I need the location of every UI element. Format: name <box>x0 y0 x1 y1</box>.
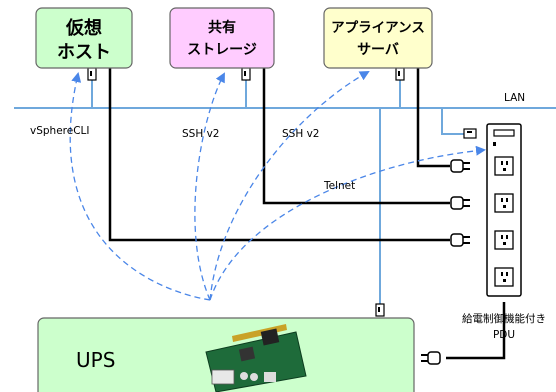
lan-drop-pdu <box>441 108 466 135</box>
plug-icon-host <box>450 233 470 247</box>
svg-text:共有: 共有 <box>208 19 236 36</box>
plug-icon-appliance <box>450 159 470 173</box>
pdu-outlet-3 <box>494 230 514 250</box>
ssh-storage-arrow <box>194 72 225 301</box>
pdu-outlet-1 <box>494 156 514 176</box>
pdu-label-line1: 給電制御機能付き <box>462 312 546 325</box>
pdu-label-line2: PDU <box>493 329 515 341</box>
ups-node: UPS <box>37 317 415 392</box>
ups-label: UPS <box>76 348 115 372</box>
power-cable-appliance <box>416 68 450 168</box>
vsphere-cli-label: vSphereCLI <box>30 125 89 137</box>
pdu-device <box>486 123 522 297</box>
lan-port-icon-appliance <box>395 67 405 81</box>
lan-port-icon-ups <box>375 303 385 317</box>
plug-icon-ups <box>421 351 441 365</box>
pdu-outlet-2 <box>494 193 514 213</box>
lan-port-icon-storage <box>241 67 251 81</box>
network-card-icon <box>205 324 307 392</box>
virtual-host-node: 仮想 ホスト <box>35 7 133 69</box>
power-cable-storage <box>262 68 450 205</box>
svg-text:ストレージ: ストレージ <box>187 42 257 58</box>
telnet-label: Telnet <box>323 180 355 192</box>
ssh-appliance-label: SSH v2 <box>282 128 319 140</box>
lan-port-icon-pdu <box>463 128 477 139</box>
svg-text:ホスト: ホスト <box>57 42 111 63</box>
power-cable-ups <box>446 302 506 360</box>
ssh-appliance-arrow <box>209 71 370 301</box>
svg-text:仮想: 仮想 <box>65 17 102 39</box>
plug-icon-storage <box>450 196 470 210</box>
lan-label: LAN <box>504 92 525 104</box>
pdu-outlet-4 <box>494 267 514 287</box>
lan-port-icon-host <box>87 67 97 81</box>
telnet-arrow <box>209 145 486 301</box>
appliance-server-node: アプライアンス サーバ <box>323 7 433 69</box>
ssh-storage-label: SSH v2 <box>182 128 219 140</box>
shared-storage-node: 共有 ストレージ <box>169 7 275 69</box>
svg-text:アプライアンス: アプライアンス <box>331 20 425 36</box>
svg-text:サーバ: サーバ <box>357 42 399 58</box>
power-cable-host <box>108 68 450 242</box>
